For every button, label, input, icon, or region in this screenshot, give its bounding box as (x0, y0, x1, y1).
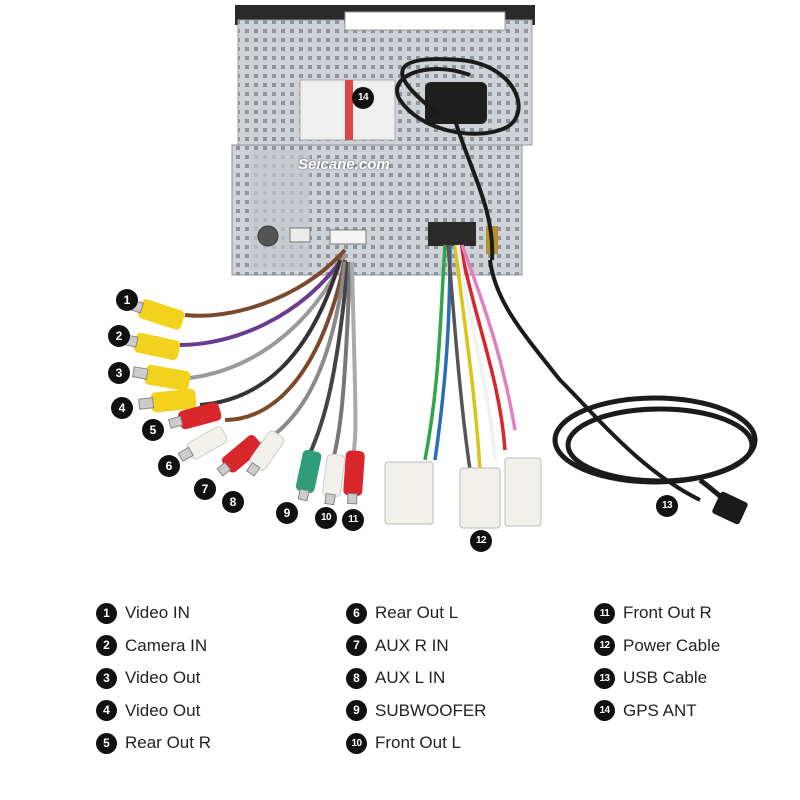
usb-plug (712, 491, 748, 525)
gps-cable (395, 57, 701, 502)
wiring-diagram: Seicane.com 1 2 3 4 5 6 7 8 9 10 11 12 1… (108, 5, 758, 552)
legend-number: 7 (346, 635, 367, 657)
legend-label: Video IN (125, 603, 190, 623)
legend-label: Video Out (125, 668, 201, 688)
callout-10: 10 (315, 507, 337, 529)
legend-number: 5 (96, 732, 117, 754)
legend-number: 8 (346, 667, 367, 689)
legend-number: 1 (96, 602, 117, 624)
legend-column-2: 6 Rear Out L 7 AUX R IN 8 AUX L IN 9 SUBWOOF… (346, 597, 486, 760)
legend-number: 10 (346, 732, 367, 754)
legend-label: GPS ANT (623, 700, 697, 720)
callout-11: 11 (342, 509, 364, 531)
legend-label: SUBWOOFER (375, 700, 487, 720)
legend-number: 13 (594, 667, 615, 689)
legend-label: Power Cable (623, 635, 721, 655)
callout-9: 9 (276, 502, 298, 524)
legend-label: Front Out L (375, 733, 461, 753)
legend-label: AUX L IN (375, 668, 446, 688)
legend-label: Rear Out R (125, 733, 211, 753)
legend-item: 1 Video IN (96, 597, 211, 630)
legend-item: 6 Rear Out L (346, 597, 486, 630)
legend-number: 12 (594, 635, 615, 657)
legend-number: 11 (594, 602, 615, 624)
unit-illustration (121, 5, 758, 529)
rca-plugs (121, 298, 365, 506)
legend-item: 14 GPS ANT (594, 695, 720, 728)
legend-item: 10 Front Out L (346, 727, 486, 760)
callout-6: 6 (158, 455, 180, 477)
brand-logo: Seicane.com (298, 156, 390, 173)
callout-7: 7 (194, 478, 216, 500)
callout-3: 3 (108, 362, 130, 384)
legend-item: 4 Video Out (96, 695, 211, 728)
legend-item: 8 AUX L IN (346, 662, 486, 695)
legend-label: Front Out R (623, 603, 712, 623)
legend-number: 2 (96, 635, 117, 657)
legend-label: Camera IN (125, 635, 208, 655)
legend-number: 3 (96, 667, 117, 689)
power-connectors (384, 457, 542, 529)
legend-label: Rear Out L (375, 603, 459, 623)
callout-4: 4 (111, 397, 133, 419)
legend-item: 3 Video Out (96, 662, 211, 695)
legend-item: 11 Front Out R (594, 597, 720, 630)
callout-8: 8 (222, 491, 244, 513)
legend-item: 7 AUX R IN (346, 630, 486, 663)
callout-14: 14 (352, 87, 374, 109)
legend-number: 14 (594, 700, 615, 722)
callout-13: 13 (656, 495, 678, 517)
head-unit (231, 5, 535, 276)
callout-12: 12 (470, 530, 492, 552)
legend-label: Video Out (125, 700, 201, 720)
legend-label: AUX R IN (375, 635, 449, 655)
legend-item: 9 SUBWOOFER (346, 695, 486, 728)
legend-item: 13 USB Cable (594, 662, 720, 695)
callout-1: 1 (116, 289, 138, 311)
legend-label: USB Cable (623, 668, 708, 688)
legend-number: 9 (346, 700, 367, 722)
legend-item: 12 Power Cable (594, 630, 720, 663)
legend-number: 4 (96, 700, 117, 722)
legend-number: 6 (346, 602, 367, 624)
callout-2: 2 (108, 325, 130, 347)
legend-item: 5 Rear Out R (96, 727, 211, 760)
power-harness (423, 244, 517, 471)
legend-item: 2 Camera IN (96, 630, 211, 663)
callout-5: 5 (142, 419, 164, 441)
